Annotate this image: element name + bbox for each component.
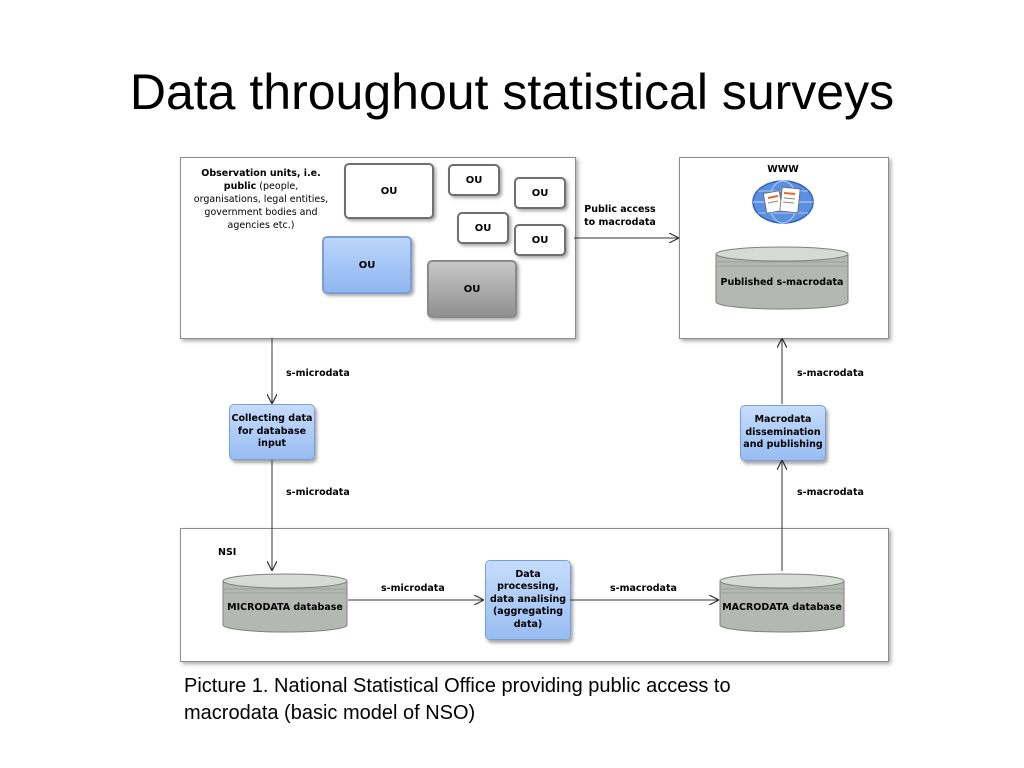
- label-s-microdata-top: s-microdata: [286, 368, 350, 379]
- nsi-label: NSI: [218, 547, 237, 558]
- dissemination-line2: dissemination: [745, 426, 821, 438]
- collecting-line3: input: [257, 438, 287, 450]
- processing-line1: Data: [515, 568, 541, 580]
- ou-box-gray: OU: [427, 260, 517, 318]
- label-s-macrodata-bottom: s-macrodata: [610, 583, 677, 594]
- ou-box-small-3: OU: [457, 212, 509, 244]
- observation-units-title: Observation units, i.e.: [201, 168, 321, 179]
- macrodata-db-label: MACRODATA database: [722, 601, 842, 613]
- observation-units-line5: agencies etc.): [227, 220, 295, 231]
- observation-units-line3: organisations, legal entities,: [193, 194, 329, 205]
- label-s-microdata-mid: s-microdata: [286, 487, 350, 498]
- globe-icon: [752, 180, 814, 224]
- published-s-macrodata-database: Published s-macrodata: [715, 246, 849, 310]
- ou-box-small-1: OU: [448, 164, 500, 196]
- processing-line3: data analising: [489, 593, 567, 605]
- public-access-line2: to macrodata: [584, 217, 656, 228]
- observation-units-description: Observation units, i.e. public (people, …: [186, 167, 336, 232]
- observation-units-line4: government bodies and: [204, 207, 318, 218]
- ou-box-blue: OU: [322, 236, 412, 294]
- public-access-line1: Public access: [584, 204, 656, 215]
- dissemination-line3: and publishing: [743, 439, 823, 451]
- caption-line1: Picture 1. National Statistical Office p…: [184, 675, 731, 697]
- caption-line2: macrodata (basic model of NSO): [184, 702, 476, 724]
- microdata-database: MICRODATA database: [222, 573, 348, 633]
- figure-caption: Picture 1. National Statistical Office p…: [184, 673, 884, 727]
- ou-box-large: OU: [344, 163, 434, 219]
- macrodata-database: MACRODATA database: [719, 573, 845, 633]
- processing-line4: (aggregating: [492, 606, 564, 618]
- processing-line2: processing,: [497, 581, 559, 593]
- www-label: WWW: [767, 164, 799, 175]
- data-processing-process: Data processing, data analising (aggrega…: [485, 560, 571, 640]
- label-s-macrodata-mid: s-macrodata: [797, 487, 864, 498]
- ou-box-small-2: OU: [514, 177, 566, 209]
- microdata-db-label: MICRODATA database: [227, 601, 343, 613]
- observation-units-line2-rest: (people,: [256, 181, 299, 192]
- processing-line5: data): [513, 618, 543, 630]
- slide-title: Data throughout statistical surveys: [129, 64, 895, 120]
- collecting-line1: Collecting data: [231, 413, 313, 425]
- public-access-label: Public access to macrodata: [580, 203, 660, 229]
- dissemination-line1: Macrodata: [754, 414, 812, 426]
- published-db-label: Published s-macrodata: [720, 276, 844, 288]
- collecting-line2: for database: [237, 425, 307, 437]
- collecting-data-process: Collecting data for database input: [229, 404, 315, 460]
- label-s-microdata-bottom: s-microdata: [381, 583, 445, 594]
- macrodata-dissemination-process: Macrodata dissemination and publishing: [740, 405, 826, 461]
- ou-box-small-4: OU: [514, 224, 566, 256]
- label-s-macrodata-top: s-macrodata: [797, 368, 864, 379]
- observation-units-public: public: [223, 181, 257, 192]
